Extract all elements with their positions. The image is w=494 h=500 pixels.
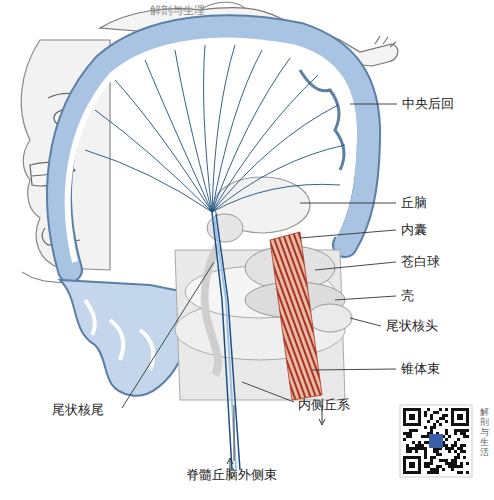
part-label: 锥体束 [401,361,440,377]
part-label: 中央后回 [402,96,454,112]
part-label: 内侧丘系 [298,397,350,413]
part-label: 尾状核尾 [52,402,104,418]
part-label: 壳 [401,288,414,304]
watermark: 解剖与生活 [480,408,489,457]
part-label: 内囊 [401,222,427,238]
part-label: 脊髓丘脑外侧束 [186,467,277,483]
watermark: 解剖与生理 [150,4,205,17]
cortex-band [59,27,368,270]
qr-code [400,405,472,477]
thalamocortical-fibres [85,45,345,212]
part-label: 尾状核头 [386,318,438,334]
pyramidal-tract [270,232,322,400]
part-label: 丘脑 [401,195,427,211]
leader-lines [122,104,397,461]
part-label: 苍白球 [401,254,440,270]
